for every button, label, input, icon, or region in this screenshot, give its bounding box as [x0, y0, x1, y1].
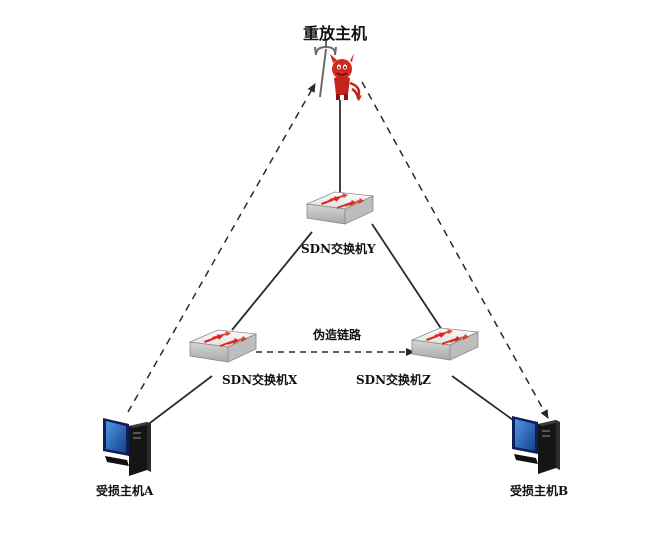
switch-x-icon: [189, 329, 257, 363]
fake-link-label: 伪造链路: [313, 328, 362, 342]
link-switch-x-host-a: [137, 375, 213, 433]
host-a-computer-icon: [103, 418, 151, 476]
link-switch-y-switch-x: [231, 231, 313, 331]
switch-z-icon: [411, 327, 479, 361]
link-switch-z-host-b: [451, 375, 521, 426]
switch-x-label: SDN交换机X: [222, 373, 298, 387]
link-switch-y-switch-z: [371, 223, 443, 331]
host-b-label: 受损主机B: [510, 484, 569, 498]
switch-y-icon: [306, 191, 374, 225]
switch-y-label: SDN交换机Y: [301, 242, 376, 256]
switch-z-label: SDN交换机Z: [356, 373, 431, 387]
attacker-label: 重放主机: [303, 24, 368, 43]
host-a-label: 受损主机A: [96, 484, 154, 498]
devil-trident-icon: [314, 39, 362, 101]
relay-path-host-a-to-attacker: [127, 83, 316, 413]
host-b-computer-icon: [512, 416, 560, 474]
